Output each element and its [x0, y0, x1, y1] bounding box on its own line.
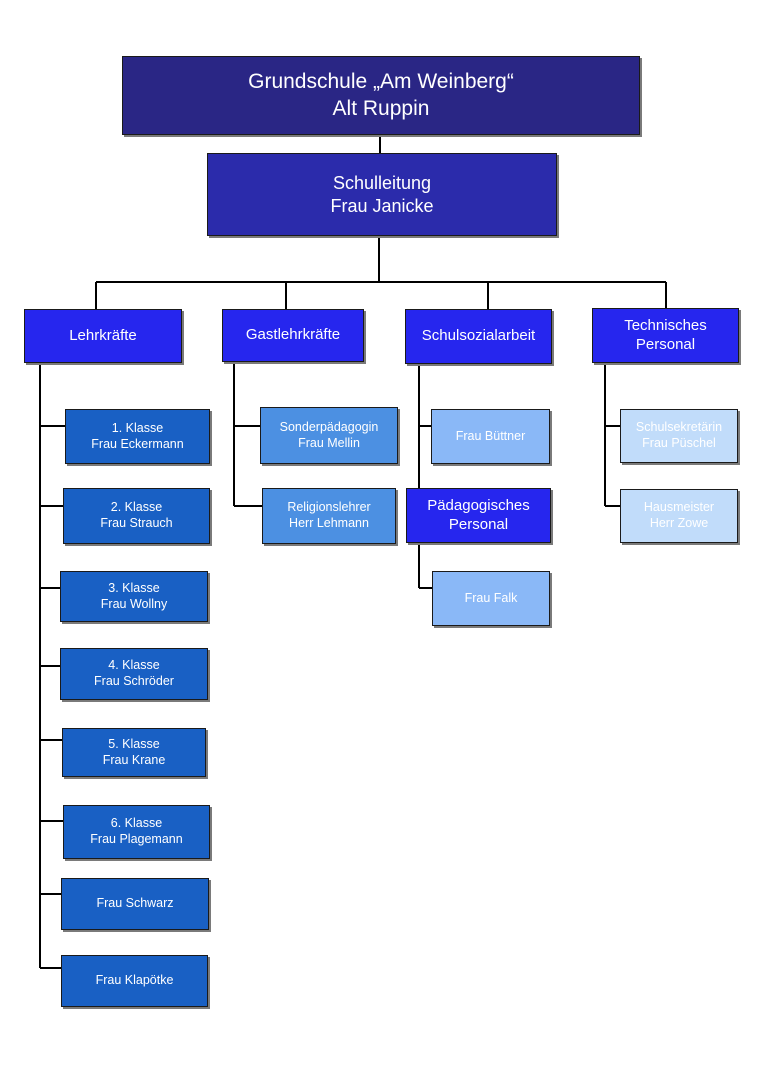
- teacher-name: Frau Klapötke: [95, 973, 174, 988]
- teacher-name: Frau Schröder: [94, 674, 174, 688]
- dept-lehrkraefte: Lehrkräfte: [24, 309, 182, 363]
- teacher-name: Frau Eckermann: [91, 436, 184, 451]
- teacher-box: 4. Klasse Frau Schröder: [60, 648, 208, 700]
- teacher-box: 1. Klasse Frau Eckermann: [65, 409, 210, 464]
- teacher-name: Frau Wollny: [100, 596, 168, 611]
- teacher-name: Frau Plagemann: [90, 832, 183, 846]
- dept-lehrkraefte-title: Lehrkräfte: [69, 326, 137, 344]
- leadership-title: Schulleitung: [332, 173, 432, 193]
- teacher-box: 5. Klasse Frau Krane: [62, 728, 206, 777]
- leadership-name: Frau Janicke: [330, 195, 434, 216]
- technical-staff-box: Schulsekretärin Frau Püschel: [620, 409, 738, 463]
- leadership-box: Schulleitung Frau Janicke: [207, 153, 557, 236]
- guest-teacher-role: Religionslehrer: [287, 500, 371, 515]
- dept-gastlehrkraefte-title: Gastlehrkräfte: [245, 326, 341, 344]
- dept-technisches-personal: Technisches Personal: [592, 308, 739, 363]
- teacher-box: Frau Klapötke: [61, 955, 208, 1007]
- technical-staff-box: Hausmeister Herr Zowe: [620, 489, 738, 543]
- teacher-class: 6. Klasse: [110, 816, 163, 831]
- teacher-class: 3. Klasse: [108, 580, 160, 595]
- teacher-name: Frau Krane: [102, 752, 166, 767]
- guest-teacher-name: Herr Lehmann: [289, 516, 369, 530]
- school-box: Grundschule „Am Weinberg“ Alt Ruppin: [122, 56, 640, 135]
- school-name: Grundschule „Am Weinberg“: [248, 70, 514, 94]
- dept-schulsozialarbeit: Schulsozialarbeit: [405, 309, 552, 364]
- technical-staff-role: Hausmeister: [643, 500, 715, 515]
- guest-teacher-box: Sonderpädagogin Frau Mellin: [260, 407, 398, 464]
- teacher-class: 1. Klasse: [111, 420, 164, 435]
- technical-staff-name: Herr Zowe: [649, 516, 709, 530]
- dept-technisches-line1: Technisches: [624, 316, 707, 334]
- teacher-box: 2. Klasse Frau Strauch: [63, 488, 210, 544]
- teacher-name: Frau Schwarz: [96, 896, 174, 911]
- pedagogical-staff-name: Frau Falk: [464, 590, 518, 605]
- teacher-class: 4. Klasse: [108, 658, 160, 673]
- guest-teacher-role: Sonderpädagogin: [279, 419, 379, 434]
- teacher-class: 2. Klasse: [110, 500, 163, 515]
- teacher-box: 3. Klasse Frau Wollny: [60, 571, 208, 622]
- teacher-name: Frau Strauch: [100, 516, 173, 530]
- guest-teacher-box: Religionslehrer Herr Lehmann: [262, 488, 396, 544]
- dept-technisches-line2: Personal: [635, 335, 696, 353]
- technical-staff-role: Schulsekretärin: [635, 420, 723, 435]
- teacher-box: Frau Schwarz: [61, 878, 209, 930]
- social-worker-box: Frau Büttner: [431, 409, 550, 464]
- dept-paedagogisches-personal: Pädagogisches Personal: [406, 488, 551, 543]
- social-worker-name: Frau Büttner: [455, 428, 526, 443]
- dept-paedagogisches-line2: Personal: [448, 515, 509, 533]
- teacher-box: 6. Klasse Frau Plagemann: [63, 805, 210, 859]
- pedagogical-staff-box: Frau Falk: [432, 571, 550, 626]
- teacher-class: 5. Klasse: [108, 736, 160, 751]
- dept-schulsozialarbeit-title: Schulsozialarbeit: [421, 327, 536, 345]
- dept-gastlehrkraefte: Gastlehrkräfte: [222, 309, 364, 362]
- school-location: Alt Ruppin: [332, 96, 430, 120]
- guest-teacher-name: Frau Mellin: [298, 435, 360, 450]
- technical-staff-name: Frau Püschel: [642, 436, 716, 450]
- dept-paedagogisches-line1: Pädagogisches: [427, 496, 530, 514]
